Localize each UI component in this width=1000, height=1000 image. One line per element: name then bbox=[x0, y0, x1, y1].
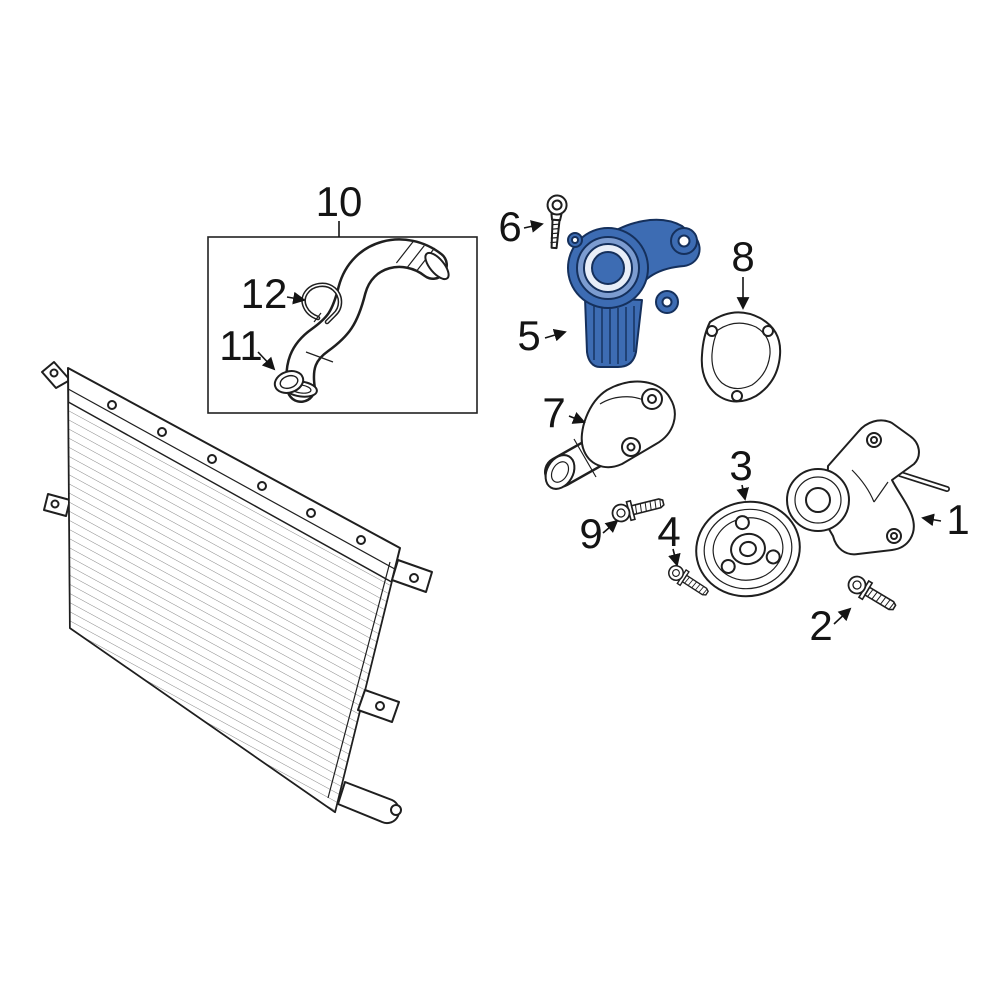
leader-line-2 bbox=[833, 607, 852, 625]
radiator-lower-fitting bbox=[337, 781, 401, 825]
part-1-water-pump-bracket bbox=[786, 419, 950, 556]
leader-line-6 bbox=[523, 220, 544, 233]
part-2-bolt bbox=[843, 571, 901, 617]
clip-ear bbox=[313, 312, 322, 323]
leader-line-9 bbox=[602, 519, 619, 534]
radiator-core bbox=[67, 400, 393, 814]
leader-line-7 bbox=[568, 412, 586, 424]
hose-upper-end bbox=[424, 251, 450, 281]
part-5-thermostat-housing-highlighted bbox=[567, 218, 701, 368]
part-3-pulley bbox=[695, 500, 801, 598]
part-11-o-ring bbox=[273, 370, 305, 394]
callout-3: 3 bbox=[729, 442, 752, 489]
radiator-side-tank-line bbox=[327, 561, 391, 799]
part-7-water-outlet bbox=[544, 380, 676, 490]
callout-7: 7 bbox=[542, 389, 565, 436]
leader-line-12 bbox=[286, 291, 306, 305]
leader-line-5 bbox=[544, 328, 567, 342]
radiator-drawing bbox=[41, 361, 433, 825]
part-6-screw bbox=[546, 194, 568, 250]
callout-12: 12 bbox=[241, 270, 288, 317]
leader-line-4 bbox=[668, 548, 681, 567]
part-12-clip bbox=[301, 282, 343, 325]
callout-8: 8 bbox=[731, 233, 754, 280]
callout-6: 6 bbox=[498, 203, 521, 250]
part-10-hose bbox=[284, 238, 450, 403]
hose-collar-line bbox=[305, 351, 334, 363]
radiator-fitting-hole bbox=[390, 804, 402, 816]
part-8-gasket bbox=[700, 311, 782, 403]
callout-11: 11 bbox=[219, 322, 263, 369]
leader-line-11 bbox=[257, 351, 276, 371]
outlet-pipe-bore bbox=[550, 461, 570, 483]
callout-4: 4 bbox=[657, 508, 680, 555]
leader-lines bbox=[257, 220, 942, 625]
leader-line-1 bbox=[921, 513, 942, 527]
radiator-bracket-hole bbox=[50, 499, 60, 509]
radiator-bracket-hole bbox=[49, 368, 59, 378]
callout-9: 9 bbox=[579, 510, 602, 557]
radiator-bracket-hole bbox=[409, 573, 419, 583]
callout-2: 2 bbox=[809, 602, 832, 649]
outlet-collar-line bbox=[573, 438, 597, 478]
hose-kit-box bbox=[207, 236, 478, 414]
callout-10: 10 bbox=[316, 178, 363, 225]
radiator-tank-holes bbox=[107, 400, 366, 545]
leader-line-3 bbox=[736, 484, 749, 501]
callout-1: 1 bbox=[946, 496, 969, 543]
radiator-tank-seam bbox=[67, 388, 396, 570]
callout-5: 5 bbox=[517, 312, 540, 359]
radiator-bracket-hole bbox=[375, 701, 385, 711]
